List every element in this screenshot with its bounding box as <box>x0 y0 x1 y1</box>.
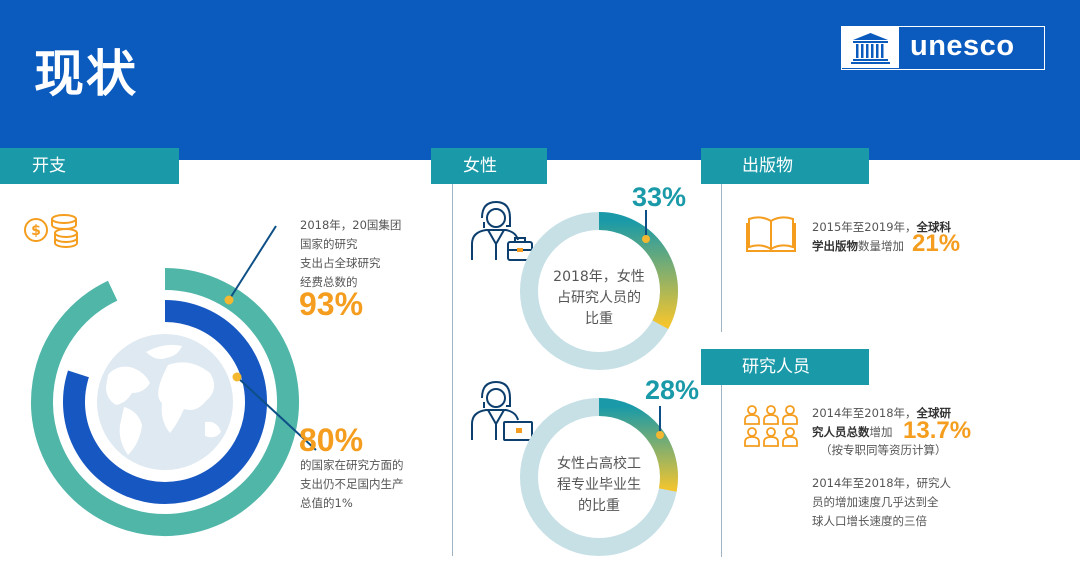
researchers-para-line: 2014年至2018年，研究人 <box>812 476 952 490</box>
spending-stat2-line: 支出仍不足国内生产 <box>300 477 404 491</box>
svg-text:$: $ <box>31 223 41 239</box>
researchers-note: （按专职同等资历计算） <box>820 443 947 457</box>
researchers-para-line: 员的增加速度几乎达到全 <box>812 495 939 509</box>
page-title: 现状 <box>34 45 138 103</box>
globe-icon <box>97 334 233 470</box>
ring1-percent: 33% <box>632 182 687 212</box>
spending-stat2-text: 的国家在研究方面的 支出仍不足国内生产 总值的1% <box>300 456 404 513</box>
spending-stat1-line: 支出占全球研究 <box>300 256 381 270</box>
logo-text: unesco <box>910 30 1015 62</box>
spending-stat1-line: 经费总数的 <box>300 275 358 289</box>
temple-icon <box>842 27 899 68</box>
unesco-logo: unesco <box>841 26 1045 70</box>
callout-line-93 <box>224 225 277 305</box>
publications-line1-bold: 全球科 <box>916 220 952 234</box>
callout-line-80 <box>232 372 317 451</box>
ring2-label-line: 女性占高校工 <box>557 456 641 472</box>
researchers-line2-plain: 增加 <box>869 425 893 439</box>
ring2-label: 女性占高校工 程专业毕业生 的比重 <box>539 454 659 517</box>
header-bar <box>0 0 1080 160</box>
spending-stat2-line: 的国家在研究方面的 <box>300 458 404 472</box>
publications-line1-plain: 2015年至2019年， <box>812 220 917 234</box>
publications-line2-bold: 学出版物 <box>812 239 858 253</box>
spending-stat1-line: 2018年，20国集团 <box>300 218 402 232</box>
researchers-value: 13.7% <box>903 417 972 444</box>
publications-value: 21% <box>912 230 961 257</box>
outer-ring-arc-93 <box>31 268 300 536</box>
researchers-line1-plain: 2014年至2018年， <box>812 406 917 420</box>
woman-laptop-icon <box>471 380 533 441</box>
ring-value-arc <box>598 212 678 330</box>
spending-stat2-value: 80% <box>299 422 364 458</box>
ring1-label-line: 2018年，女性 <box>553 269 645 285</box>
researchers-paragraph: 2014年至2018年，研究人 员的增加速度几乎达到全 球人口增长速度的三倍 <box>812 474 951 531</box>
researchers-line1-bold: 全球研 <box>916 406 952 420</box>
spending-stat1-line: 国家的研究 <box>300 237 358 251</box>
spending-stat1-value: 93% <box>299 286 364 322</box>
divider-right-bottom <box>721 385 722 557</box>
publications-text: 2015年至2019年，全球科 学出版物数量增加 <box>812 218 951 256</box>
ring1-label-line: 占研究人员的 <box>557 290 641 306</box>
tab-spending: 开支 <box>0 148 179 184</box>
ring-value-arc <box>598 398 678 492</box>
inner-ring-arc-80 <box>63 300 267 504</box>
open-book-icon <box>746 216 796 252</box>
ring2-label-line: 程专业毕业生 <box>557 477 641 493</box>
spending-donut-chart <box>31 268 300 536</box>
divider-right-top <box>721 184 722 332</box>
ring2-percent: 28% <box>645 375 700 405</box>
spending-stat2-line: 总值的1% <box>300 496 353 510</box>
tab-publications: 出版物 <box>701 148 869 184</box>
divider-left <box>452 184 453 556</box>
women-engineering-ring <box>520 398 678 556</box>
ring1-label: 2018年，女性 占研究人员的 比重 <box>539 267 659 330</box>
researchers-text: 2014年至2018年，全球研 究人员总数增加 <box>812 404 951 442</box>
ring1-callout <box>642 210 650 243</box>
coins-icon: $ <box>24 214 78 248</box>
publications-line2-plain: 数量增加 <box>858 239 904 253</box>
ring2-label-line: 的比重 <box>578 498 620 514</box>
ring2-callout <box>656 406 664 439</box>
researchers-para-line: 球人口增长速度的三倍 <box>812 514 927 528</box>
women-researchers-ring <box>520 212 678 370</box>
researchers-line2-bold: 究人员总数 <box>812 425 870 439</box>
tab-researchers: 研究人员 <box>701 349 869 385</box>
people-group-icon <box>744 405 798 447</box>
woman-briefcase-icon <box>471 200 533 261</box>
tab-women: 女性 <box>431 148 547 184</box>
spending-stat1-text: 2018年，20国集团 国家的研究 支出占全球研究 经费总数的 <box>300 216 401 292</box>
ring1-label-line: 比重 <box>585 311 613 327</box>
